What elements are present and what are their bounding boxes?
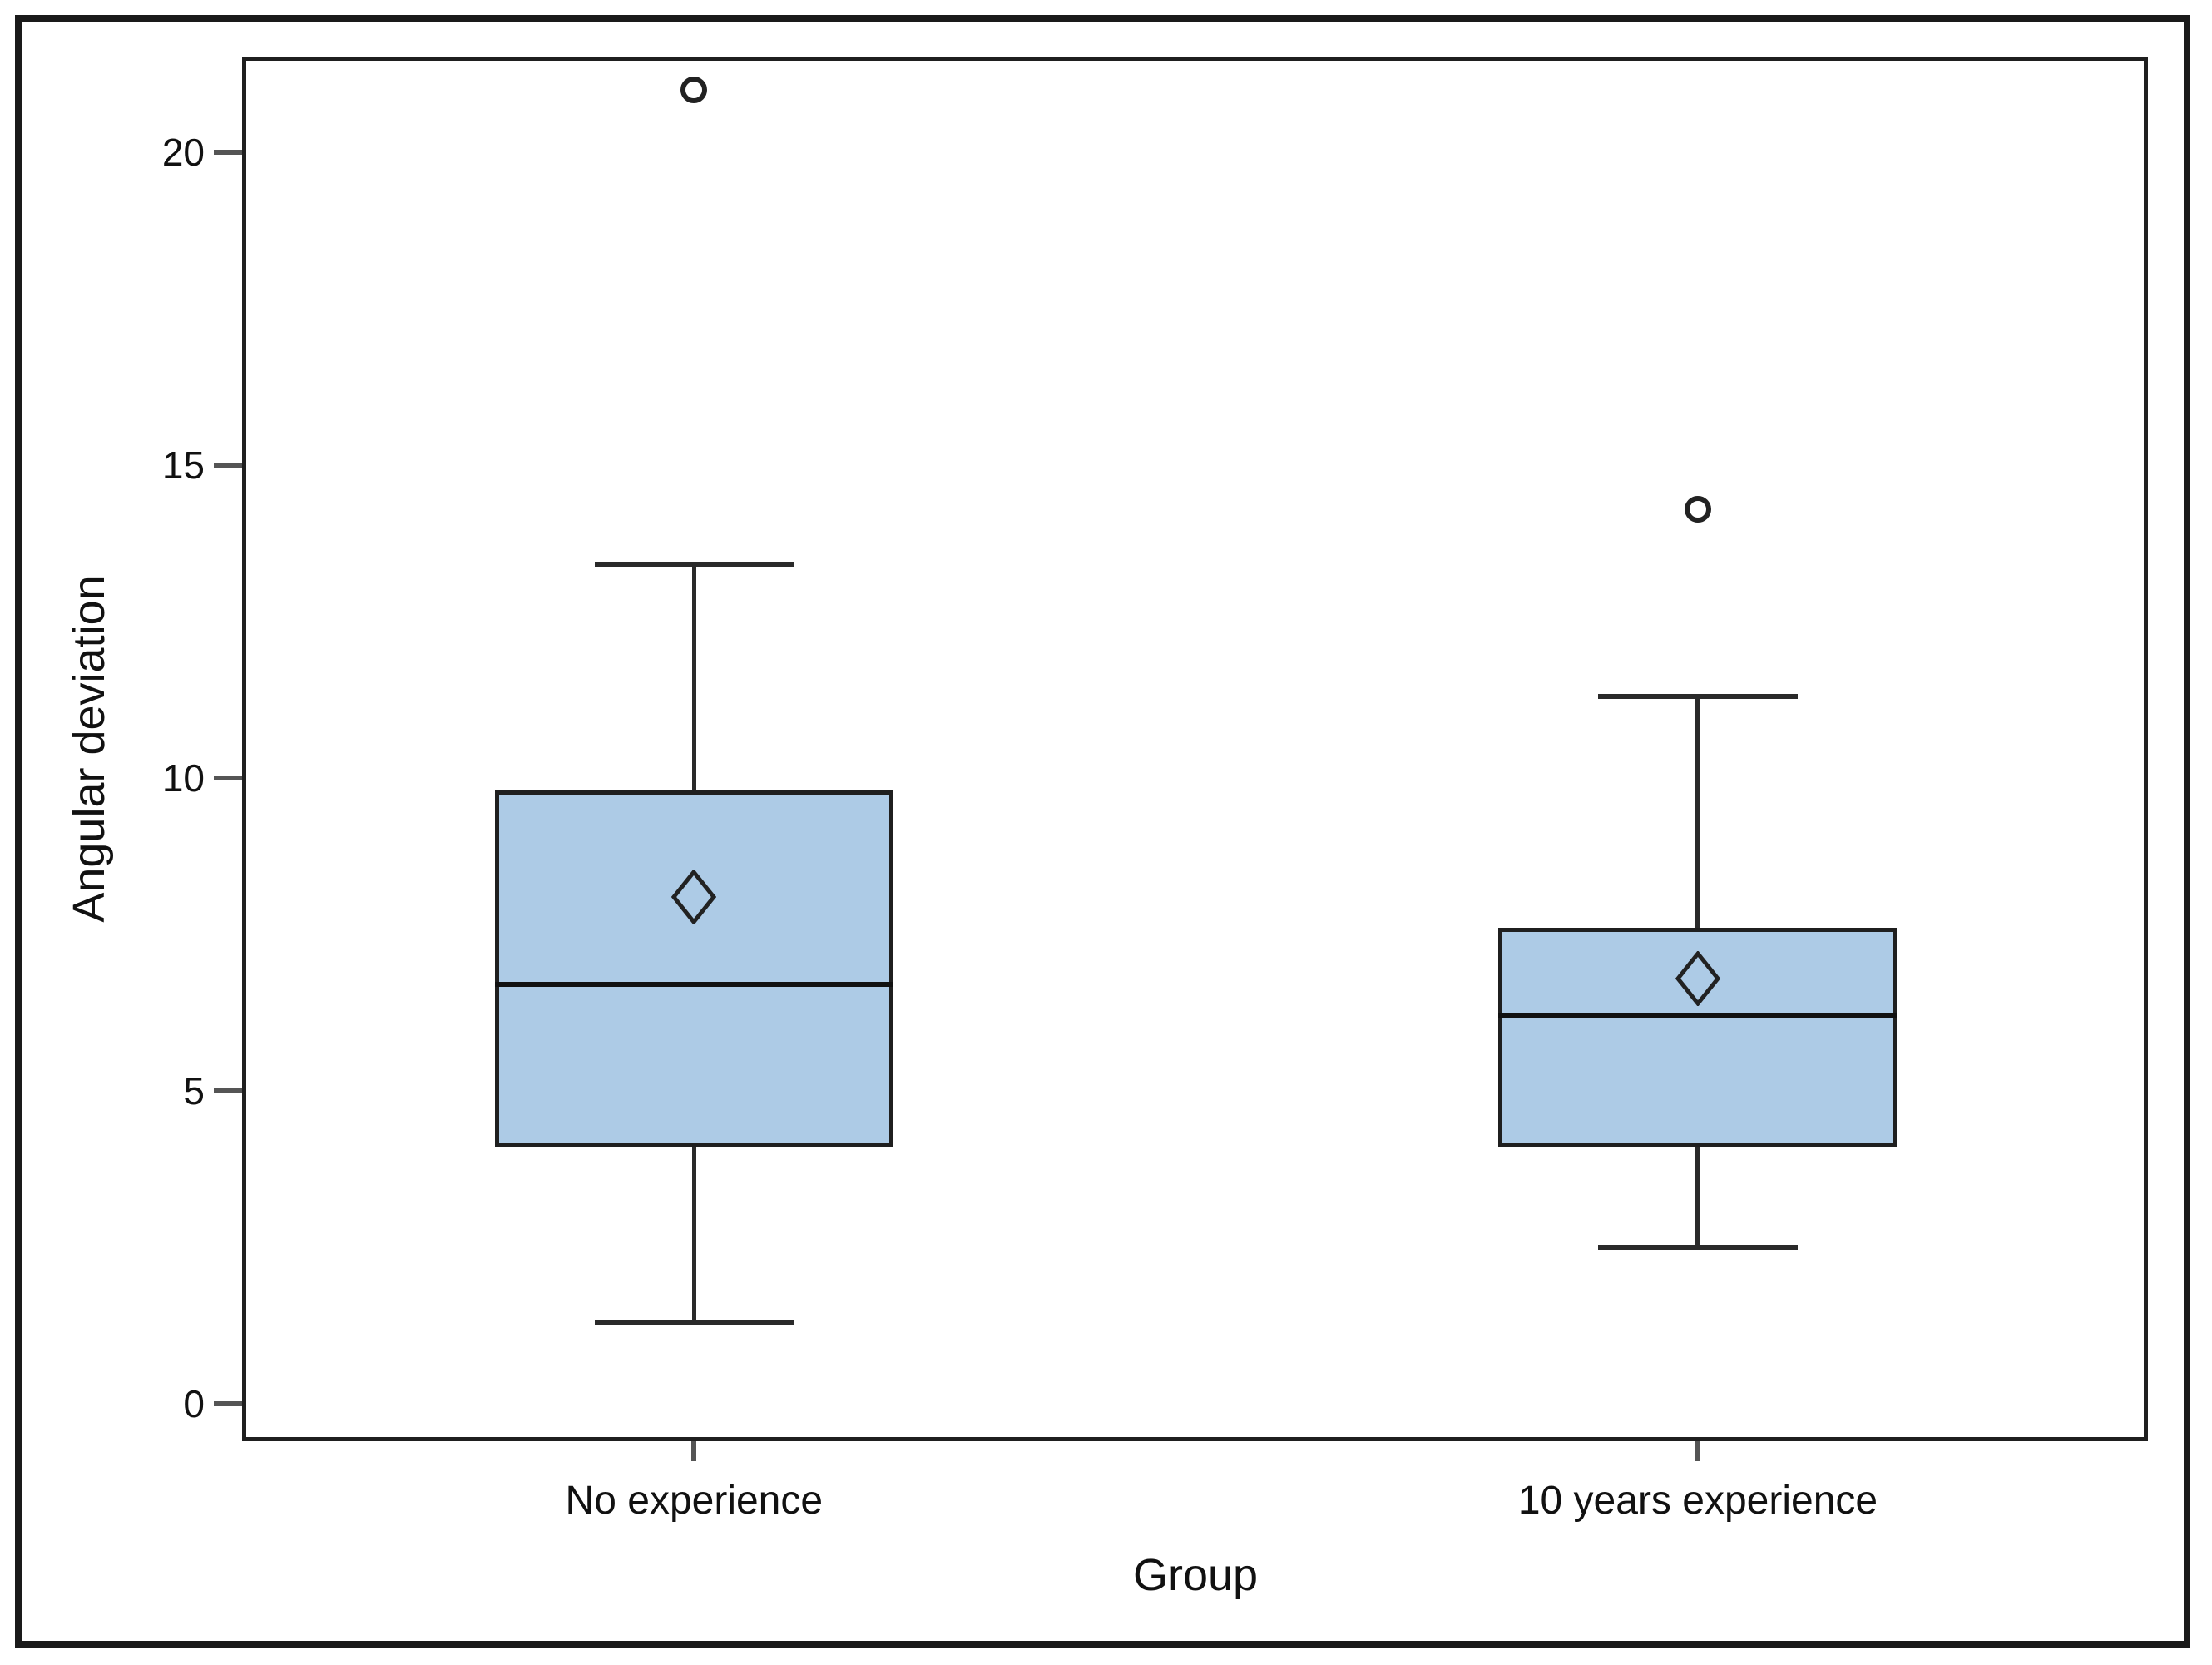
y-axis-tick-label: 15 xyxy=(161,443,205,487)
y-axis-tick-label: 5 xyxy=(183,1069,205,1113)
median-line xyxy=(1498,1013,1898,1018)
y-axis-tick-label: 0 xyxy=(183,1382,205,1426)
y-axis-tick xyxy=(214,462,242,468)
x-category-label: 10 years experience xyxy=(1517,1479,1878,1523)
y-axis-tick-label: 20 xyxy=(161,130,205,174)
plot-area xyxy=(242,57,2148,1441)
x-axis-tick xyxy=(1695,1441,1700,1461)
whisker-cap-top xyxy=(1598,694,1798,700)
x-axis-title: Group xyxy=(1132,1550,1259,1600)
x-category-label: No experience xyxy=(565,1479,824,1523)
iqr-box xyxy=(1498,928,1898,1147)
y-axis-tick xyxy=(214,149,242,155)
mean-marker xyxy=(671,868,717,925)
y-axis-tick-label: 10 xyxy=(161,756,205,800)
y-axis-tick xyxy=(214,1401,242,1407)
whisker-cap-bottom xyxy=(594,1320,794,1326)
x-axis-tick xyxy=(691,1441,697,1461)
whisker-cap-bottom xyxy=(1598,1245,1798,1251)
whisker-cap-top xyxy=(594,562,794,568)
y-axis-tick xyxy=(214,775,242,780)
outlier-point xyxy=(1684,495,1711,523)
median-line xyxy=(494,982,893,988)
iqr-box xyxy=(494,790,893,1147)
mean-marker xyxy=(1675,949,1721,1007)
outlier-point xyxy=(680,76,708,103)
y-axis-tick xyxy=(214,1088,242,1094)
